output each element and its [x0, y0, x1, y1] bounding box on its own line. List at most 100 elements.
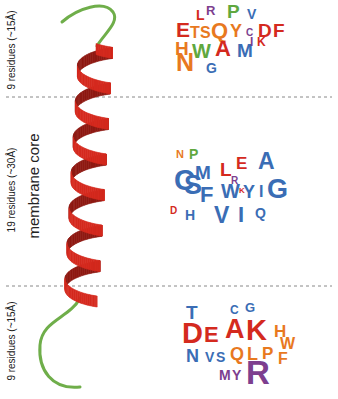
helix-segment	[79, 292, 81, 304]
region-label: membrane core	[26, 133, 41, 238]
helix-segment	[89, 53, 91, 65]
logo-letter: D	[170, 206, 177, 216]
logo-letter: N	[176, 149, 184, 160]
helix-ribbon	[65, 47, 112, 288]
helix-segment	[99, 260, 100, 271]
logo-letter: V	[205, 350, 214, 364]
logo-letter: D	[182, 319, 203, 348]
helix-segment	[104, 154, 106, 165]
loop-coil	[62, 6, 115, 46]
logo-letter: F	[278, 351, 288, 367]
boundary-line	[6, 97, 332, 98]
length-label: 9 residues (~15Å)	[7, 10, 17, 89]
helix-segment	[105, 118, 106, 129]
helix-segment	[102, 189, 104, 200]
logo-letter: K	[257, 36, 266, 48]
logo-letter: L	[196, 8, 205, 22]
helix-segment	[78, 231, 80, 243]
helix-segment	[102, 190, 104, 201]
helix-segment	[101, 189, 103, 200]
logo-letter: K	[246, 316, 267, 345]
helix-segment	[94, 79, 96, 91]
logo-letter: I	[238, 204, 244, 226]
helix-segment	[96, 296, 98, 307]
helix-segment	[107, 82, 108, 93]
helix-segment	[100, 225, 102, 236]
helix-segment	[94, 115, 96, 127]
logo-letter: S	[200, 25, 211, 41]
helix-segment	[98, 44, 100, 56]
helix-segment	[104, 190, 105, 201]
helix-segment	[86, 149, 88, 161]
helix-segment	[86, 88, 88, 100]
logo-letter: P	[189, 147, 198, 161]
helix-segment	[108, 83, 110, 94]
helix-segment	[92, 115, 94, 127]
helix-segment	[92, 151, 94, 163]
logo-letter: I	[259, 184, 263, 200]
helix-segment	[98, 260, 100, 271]
helix-segment	[90, 186, 92, 198]
logo-letter: A	[258, 150, 275, 173]
logo-letter: P	[227, 2, 240, 21]
helix-segment	[80, 230, 82, 242]
helix-segment	[112, 47, 113, 58]
helix-segment	[105, 154, 106, 165]
helix-segment	[101, 225, 102, 236]
helix-segment	[106, 154, 107, 165]
boundary-line	[6, 286, 332, 287]
helix-segment	[112, 47, 113, 58]
helix-segment	[105, 154, 107, 165]
helix-segment	[110, 83, 111, 94]
helix-segment	[96, 44, 98, 56]
helix-segment	[84, 257, 86, 269]
logo-letter: T	[190, 25, 200, 41]
logo-letter: H	[185, 208, 195, 222]
helix-segment	[110, 47, 112, 58]
helix-segment	[109, 47, 110, 58]
helix-segment	[99, 261, 100, 272]
helix-segment	[111, 47, 112, 58]
helix-segment	[109, 83, 111, 94]
helix-segment	[103, 189, 104, 200]
helix-segment	[108, 118, 109, 129]
logo-letter: E	[236, 155, 247, 172]
logo-letter: F	[200, 184, 213, 206]
helix-segment	[84, 184, 86, 196]
helix-segment	[95, 296, 97, 307]
helix-segment	[79, 255, 81, 267]
helix-segment	[103, 190, 104, 201]
logo-letter: E	[176, 19, 190, 40]
helix-segment	[90, 77, 92, 89]
logo-letter: F	[273, 21, 285, 40]
logo-letter: E	[204, 324, 219, 346]
logo-letter: L	[220, 160, 232, 179]
helix-segment	[89, 88, 91, 100]
helix-segment	[88, 186, 90, 198]
logo-letter: Y	[230, 22, 242, 40]
helix-segment	[83, 221, 85, 233]
helix-segment	[99, 225, 101, 236]
helix-segment	[108, 83, 110, 94]
logo-letter: Q	[230, 345, 244, 363]
logo-letter: W	[280, 336, 295, 352]
logo-letter: G	[206, 61, 217, 75]
logo-letter: I	[250, 36, 253, 48]
helix-segment	[107, 118, 108, 129]
helix-segment	[88, 222, 90, 234]
helix-segment	[98, 224, 99, 235]
helix-segment	[94, 296, 95, 307]
logo-letter: G	[245, 301, 255, 314]
helix-segment	[109, 83, 110, 94]
helix-segment	[108, 118, 109, 129]
helix-segment	[101, 225, 103, 236]
helix-segment	[84, 124, 86, 136]
logo-letter: W	[221, 181, 240, 201]
helix-segment	[84, 159, 86, 171]
helix-segment	[86, 123, 88, 135]
helix-segment	[98, 261, 100, 272]
helix-segment	[90, 150, 92, 162]
helix-segment	[96, 80, 98, 92]
helix-segment	[112, 47, 113, 58]
helix-segment	[111, 47, 113, 58]
